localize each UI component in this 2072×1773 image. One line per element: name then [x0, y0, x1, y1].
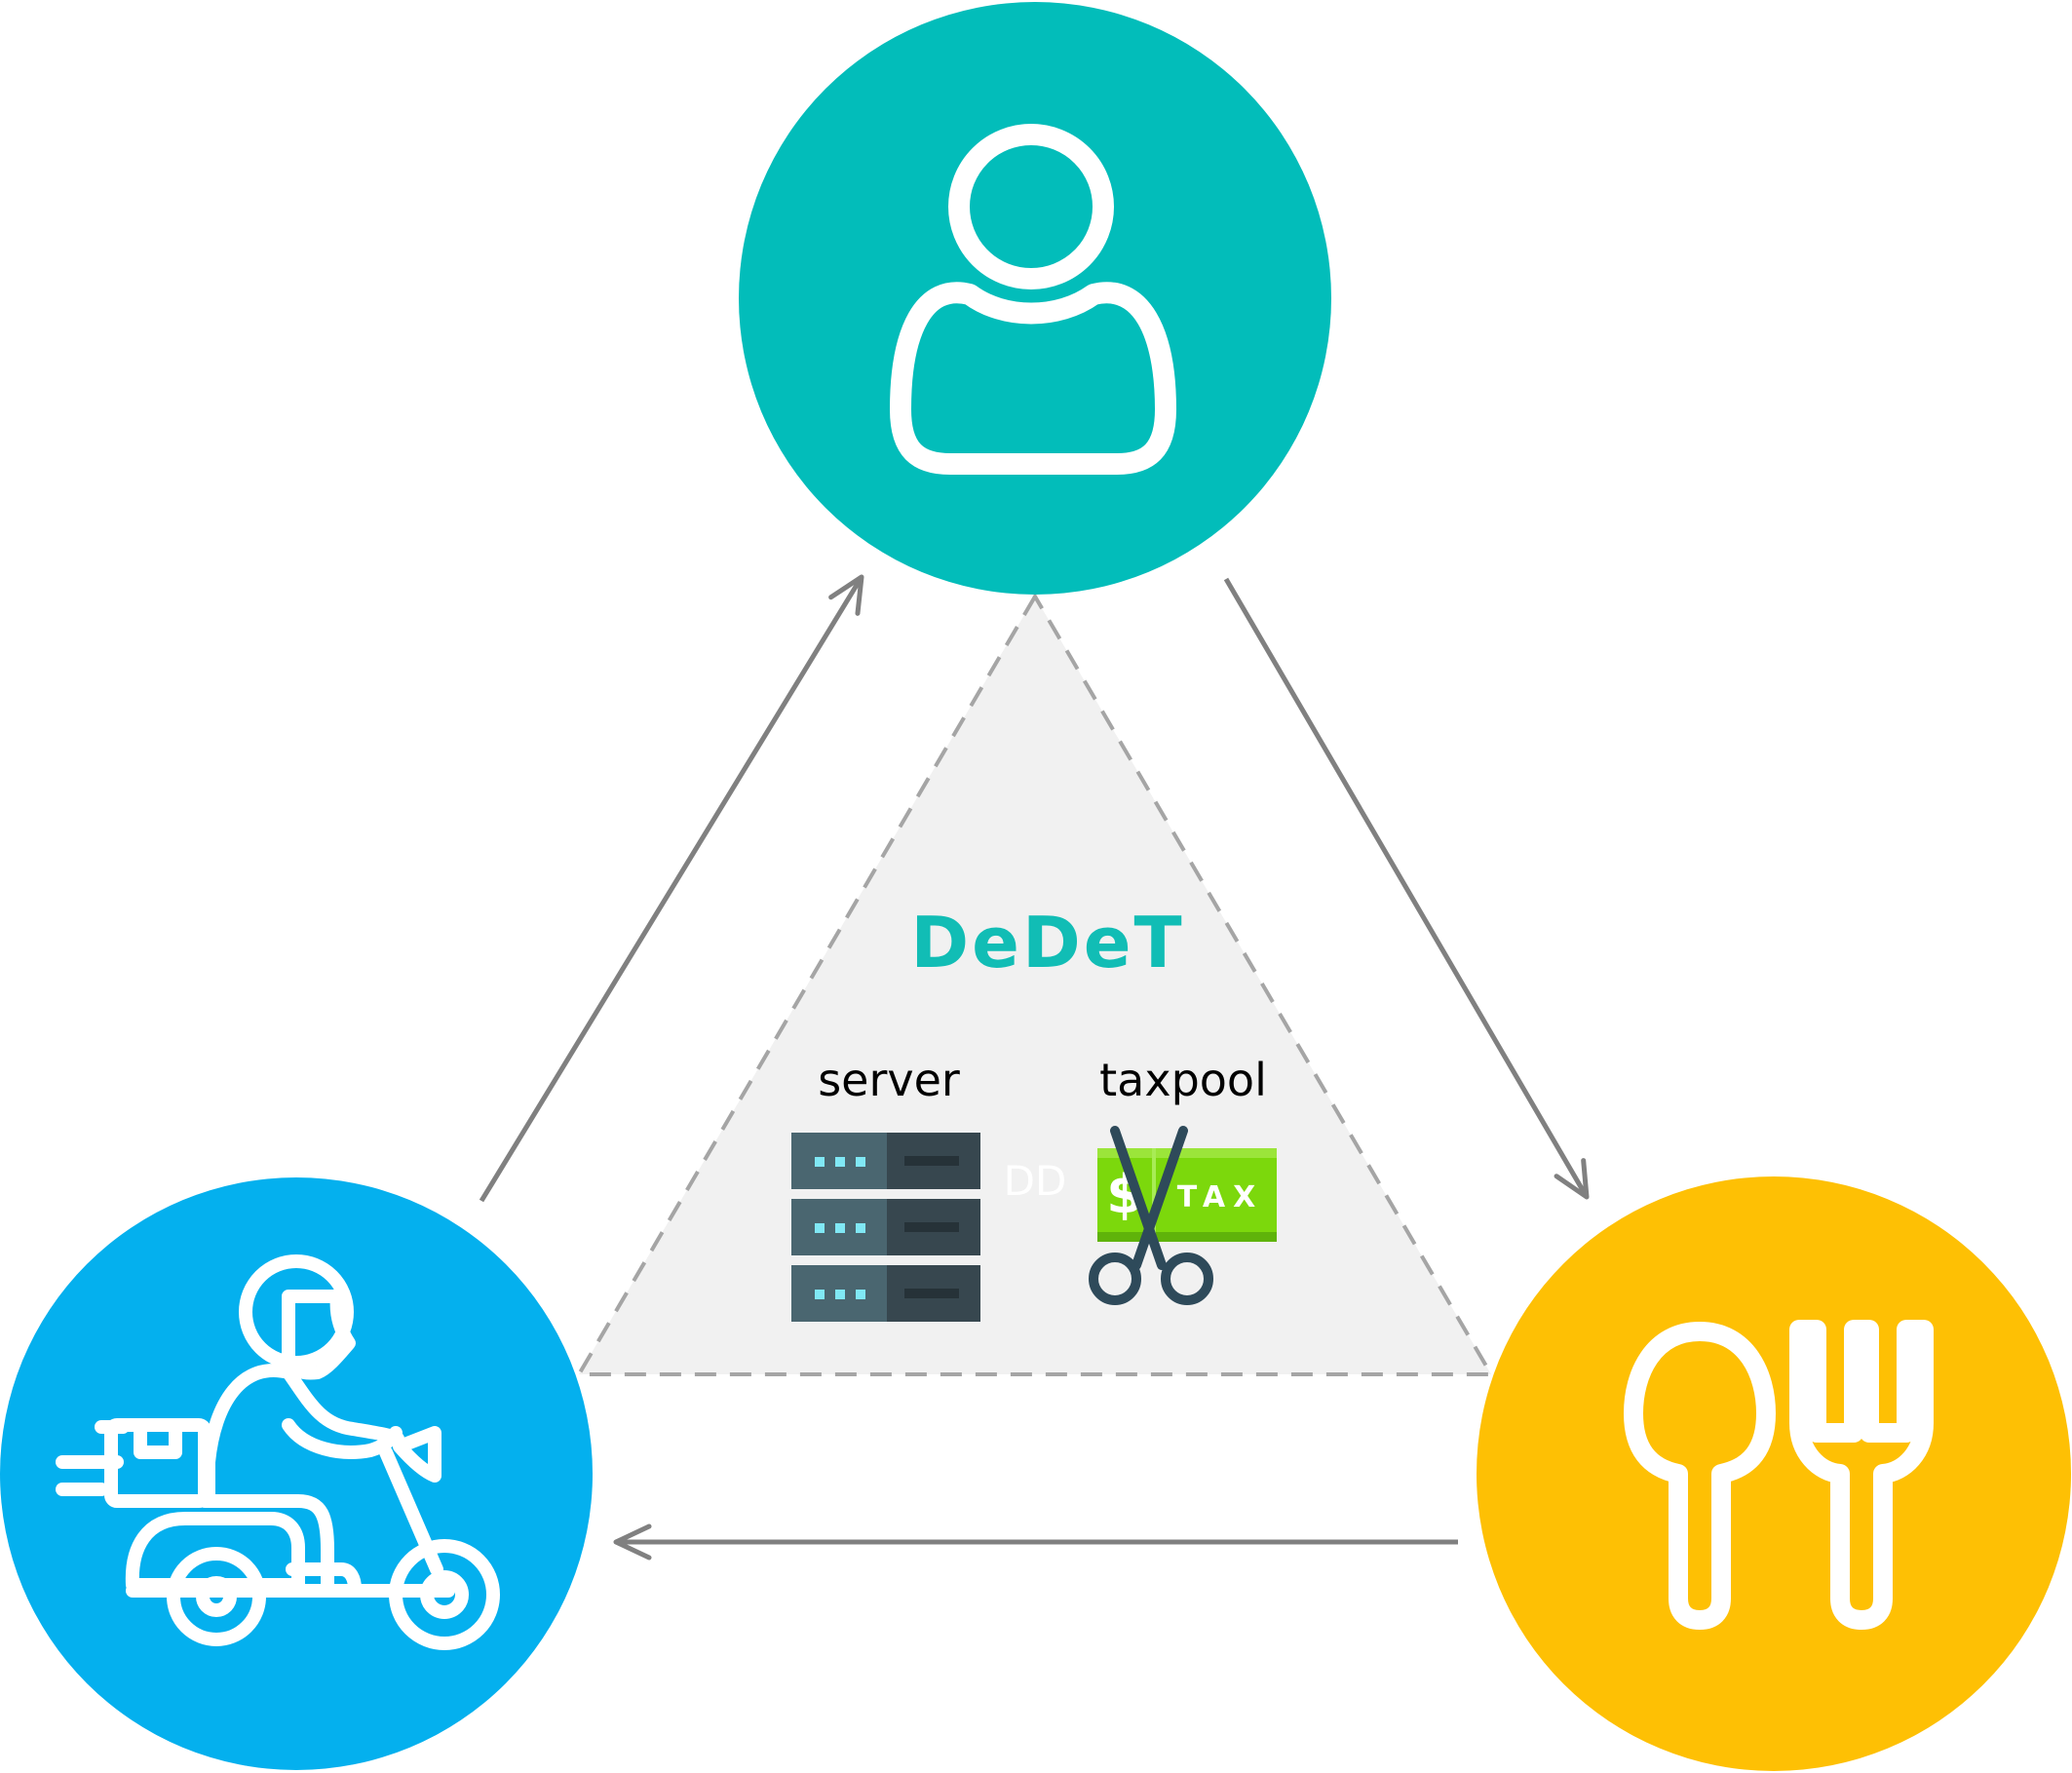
- person-icon: [890, 124, 1176, 475]
- dedet-platform-triangle: [575, 593, 1495, 1376]
- rider-node: [0, 1177, 593, 1770]
- server-icon: [791, 1133, 980, 1322]
- dd-label: DD: [1004, 1157, 1067, 1205]
- scissors-icon: [1089, 1126, 1213, 1305]
- taxpool-icon: $ TAX: [1089, 1126, 1277, 1305]
- arrow-customer-to-restaurant: [1223, 577, 1590, 1200]
- arrow-rider-to-customer: [479, 574, 864, 1203]
- customer-node: [739, 2, 1331, 595]
- delivery-scooter-icon: [56, 1254, 500, 1650]
- server-label: server: [818, 1054, 960, 1106]
- tax-tag-text: TAX: [1177, 1180, 1263, 1214]
- platform-title: DeDeT: [910, 902, 1184, 983]
- spoon-fork-icon: [1624, 1320, 1934, 1630]
- taxpool-label: taxpool: [1099, 1054, 1267, 1106]
- restaurant-node: [1477, 1176, 2071, 1771]
